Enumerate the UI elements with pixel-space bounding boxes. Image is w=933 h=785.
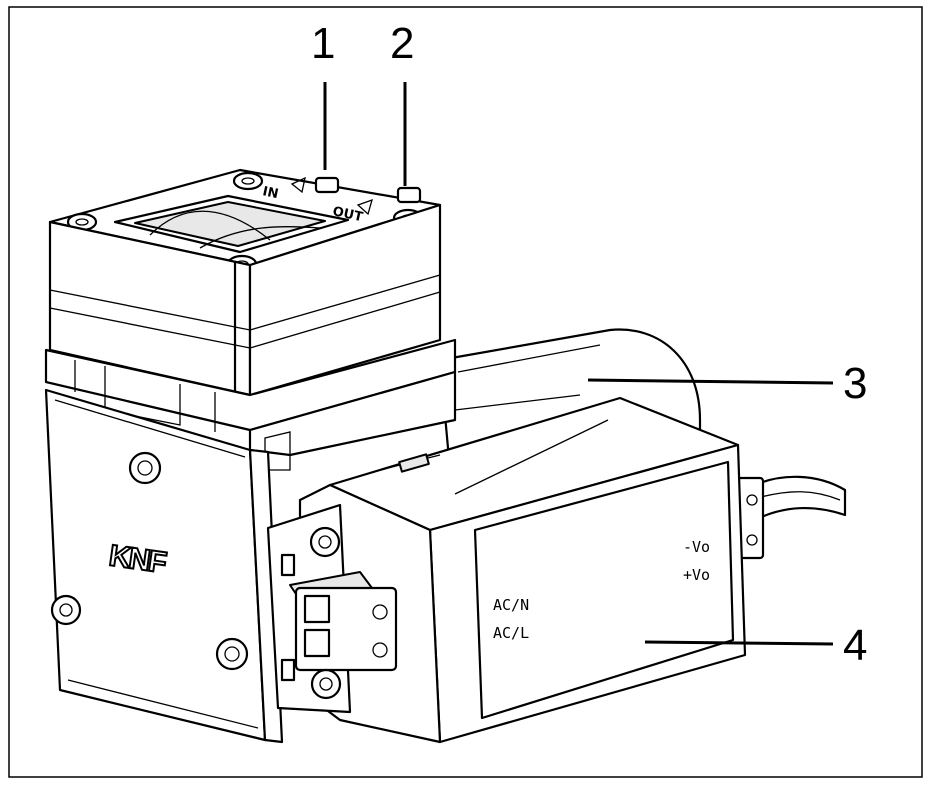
power-cable xyxy=(736,475,847,560)
input-label-n: AC/N xyxy=(493,596,529,614)
leader-line-3 xyxy=(587,378,834,385)
figure-frame xyxy=(8,6,923,778)
screw-icon xyxy=(232,171,264,191)
pump-head: IN OUT xyxy=(48,168,442,397)
output-label-neg: -Vo xyxy=(683,538,710,556)
input-label-l: AC/L xyxy=(493,624,529,642)
screw-icon xyxy=(50,594,82,626)
callout-3: 3 xyxy=(843,359,867,408)
screw-icon xyxy=(128,451,162,485)
inlet-marking: IN xyxy=(261,184,279,202)
output-label-pos: +Vo xyxy=(683,566,710,584)
outlet-marking: OUT xyxy=(331,204,364,225)
knf-logo: KNF xyxy=(107,539,168,580)
callout-2: 2 xyxy=(390,19,414,68)
power-module: AC/N AC/L -Vo +Vo xyxy=(266,396,747,744)
screw-icon xyxy=(310,668,342,700)
screw-icon xyxy=(309,526,341,558)
screw-icon xyxy=(215,637,249,671)
callout-4: 4 xyxy=(843,621,867,670)
side-plate: KNF xyxy=(44,388,284,744)
callout-1: 1 xyxy=(311,19,335,68)
leader-line-4 xyxy=(644,640,834,646)
